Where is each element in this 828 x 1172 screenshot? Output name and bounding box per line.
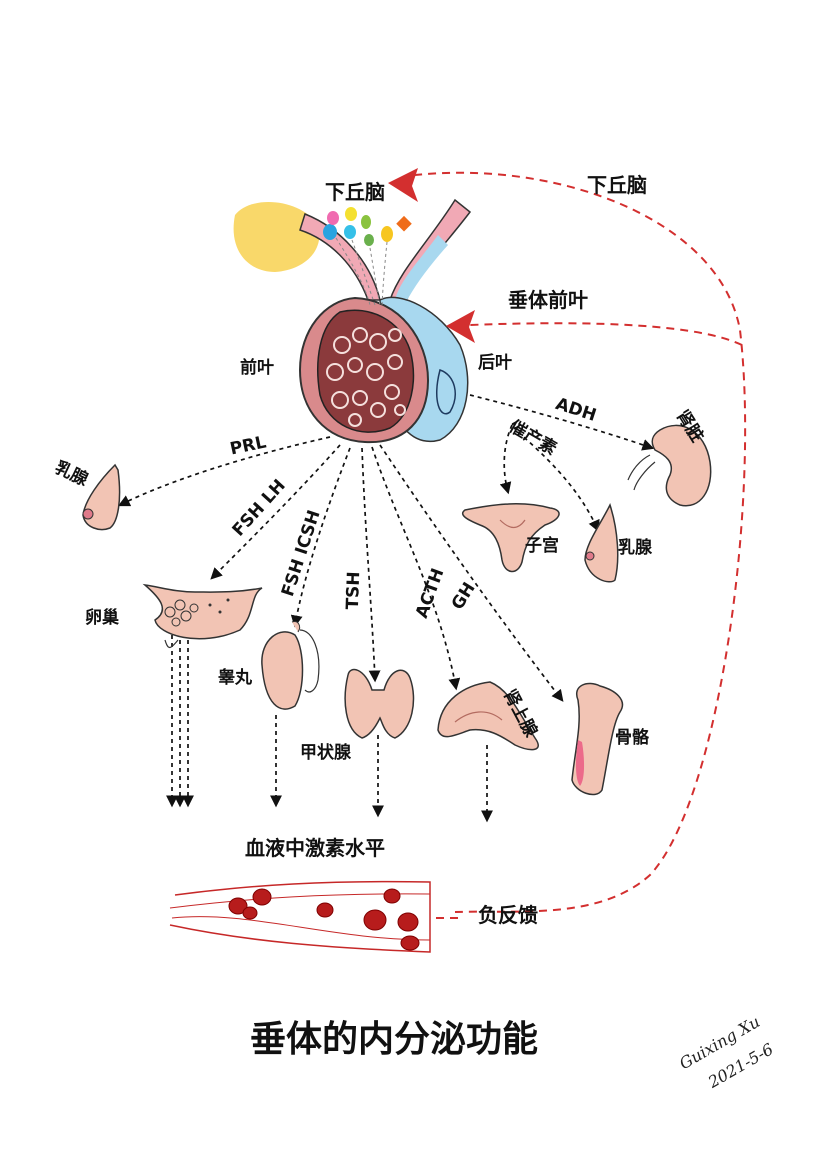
- hormone-droplet: [381, 226, 393, 242]
- page-title: 垂体的内分泌功能: [250, 1019, 539, 1060]
- bone-shape: [571, 682, 624, 796]
- arrow-adh: [469, 394, 655, 451]
- arrow-oxytocin-uterus: [499, 424, 513, 495]
- kidney-shape: [651, 424, 712, 507]
- hormone-droplet: [361, 215, 371, 229]
- red-blood-cell: [242, 906, 258, 920]
- red-blood-cell: [363, 909, 387, 931]
- tsh-label: TSH: [342, 571, 365, 610]
- feedback-anterior-pituitary-label: 垂体前叶: [508, 288, 588, 312]
- arrow-tsh: [361, 447, 381, 683]
- adrenal-shape: [437, 681, 539, 751]
- ovary-label: 卵巢: [85, 608, 119, 628]
- anterior-lobe-cells: [317, 309, 415, 433]
- breast-right-label: 乳腺: [618, 538, 652, 558]
- arrow-oxytocin-breast: [517, 431, 600, 533]
- red-blood-cell: [316, 902, 334, 918]
- feedback-arrowhead-anterior: [446, 310, 475, 343]
- red-blood-cell: [400, 935, 420, 951]
- blood-level-label: 血液中激素水平: [245, 836, 385, 860]
- negative-feedback-path: [414, 171, 747, 913]
- feedback-arrowhead-hypothalamus: [388, 168, 418, 202]
- brain-region-yellow: [233, 202, 320, 272]
- red-blood-cell: [397, 912, 419, 932]
- feedback-hypothalamus-label: 下丘脑: [587, 173, 647, 197]
- red-blood-cell: [383, 888, 401, 904]
- red-blood-cell: [228, 897, 248, 915]
- arrow-acth: [371, 446, 461, 691]
- posterior-stalk-blue: [395, 235, 448, 304]
- arrow-prl: [117, 436, 331, 507]
- uterus-shape: [461, 503, 560, 573]
- feedback-to-anterior-path: [469, 322, 743, 346]
- posterior-lobe-label: 后叶: [478, 353, 512, 373]
- hormone-droplet: [344, 225, 356, 239]
- anterior-lobe-label: 前叶: [240, 358, 274, 378]
- hormone-droplet: [327, 211, 339, 225]
- breast-right-shape: [584, 503, 619, 583]
- thyroid-shape: [344, 668, 415, 739]
- posterior-lobe-vessels: [436, 369, 456, 415]
- testis-shape: [261, 631, 304, 710]
- blood-vessel-wall: [169, 880, 431, 953]
- arrow-gh: [379, 444, 564, 702]
- red-blood-cell: [252, 888, 272, 906]
- hormone-droplet: [396, 215, 412, 232]
- testis-label: 睾丸: [218, 668, 252, 688]
- arrow-fsh-lh: [210, 444, 341, 580]
- negative-feedback-label: 负反馈: [478, 903, 538, 927]
- uterus-label: 子宫: [525, 536, 559, 556]
- thyroid-label: 甲状腺: [300, 743, 351, 763]
- hormone-droplet: [345, 207, 357, 221]
- hormone-droplet: [364, 234, 374, 246]
- ovary-shape: [142, 583, 263, 640]
- bone-label: 骨骼: [615, 728, 649, 748]
- hypothalamus-label: 下丘脑: [325, 180, 385, 204]
- hormone-droplet: [323, 224, 337, 240]
